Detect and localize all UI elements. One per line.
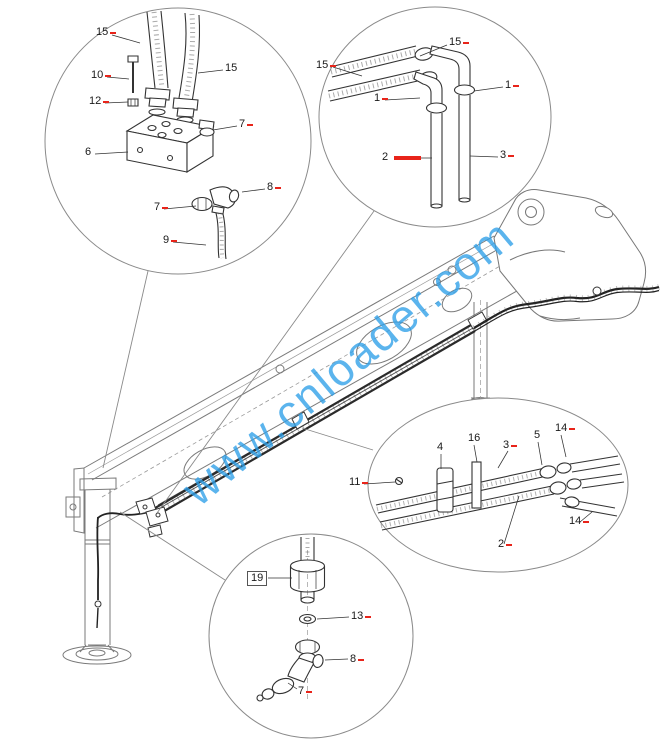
part-label-10: 10	[91, 70, 111, 81]
hose-15-right	[178, 12, 187, 99]
part-label-13: 13	[351, 611, 371, 622]
hose-clamp-marker	[291, 411, 310, 430]
detail-view-bottom-right	[367, 397, 629, 573]
elbow-8-body	[287, 657, 315, 683]
plate-16	[471, 461, 482, 509]
part-label-1-b: 1	[374, 93, 388, 104]
hose-bundle	[149, 320, 481, 518]
hose-run-upper	[375, 467, 546, 506]
crane-base-turret	[493, 189, 647, 322]
part-label-2-b: 2	[498, 539, 512, 550]
rear-hose	[472, 284, 660, 333]
part-label-5: 5	[534, 429, 541, 441]
part-label-7-c: 7	[298, 686, 312, 697]
part-label-15-b: 15	[225, 62, 238, 74]
part-label-15-d: 15	[316, 60, 336, 71]
part-label-6: 6	[85, 146, 92, 158]
left-bracket	[135, 497, 169, 538]
fitting-14-upper	[556, 462, 572, 474]
foot-pad	[62, 645, 132, 665]
part-label-14-b: 14	[569, 516, 589, 527]
nut-8-top	[294, 639, 321, 655]
hose-15-lower	[327, 69, 421, 92]
fitting-5	[539, 465, 557, 479]
crane-boom	[73, 235, 525, 534]
part-label-3-a: 3	[500, 150, 514, 161]
clamp-4	[436, 467, 454, 513]
bolt-10	[127, 55, 139, 63]
label-leaders	[94, 34, 593, 690]
hose-15-upper	[329, 45, 417, 68]
part-label-7-b: 7	[154, 202, 168, 213]
nut-19	[289, 559, 326, 593]
part-label-3-b: 3	[503, 440, 517, 451]
part-label-15-a: 15	[96, 27, 116, 38]
detail-view-top-left	[44, 7, 312, 275]
part-label-19: 19	[247, 571, 268, 586]
nut-12	[127, 98, 139, 107]
hose-9	[215, 212, 220, 259]
part-label-9: 9	[163, 235, 177, 246]
leg-hose	[94, 511, 151, 629]
hose-15-left	[146, 11, 156, 89]
part-label-1-a: 1	[505, 80, 519, 91]
elbow-assembly-bottom	[256, 639, 324, 702]
part-label-8-b: 8	[350, 654, 364, 665]
part-label-16: 16	[468, 432, 481, 444]
part-label-14-a: 14	[555, 423, 575, 434]
elbow-assembly	[191, 186, 240, 260]
nut-7-lower	[191, 196, 213, 212]
part-label-2-a: 2	[382, 151, 389, 163]
part-label-12: 12	[89, 96, 109, 107]
stabilizer-leg	[62, 477, 132, 665]
part-label-4: 4	[437, 441, 444, 453]
hose-run-lower	[379, 485, 553, 523]
part-label-7-a: 7	[239, 119, 253, 130]
part-label-15-c: 15	[449, 37, 469, 48]
callout-connectors	[102, 210, 375, 581]
part-label-8-a: 8	[267, 182, 281, 193]
detail-view-bottom-center	[208, 533, 414, 739]
part-label-11: 11	[349, 477, 368, 488]
detail-view-top-right	[318, 6, 552, 228]
washer-13	[298, 613, 317, 625]
